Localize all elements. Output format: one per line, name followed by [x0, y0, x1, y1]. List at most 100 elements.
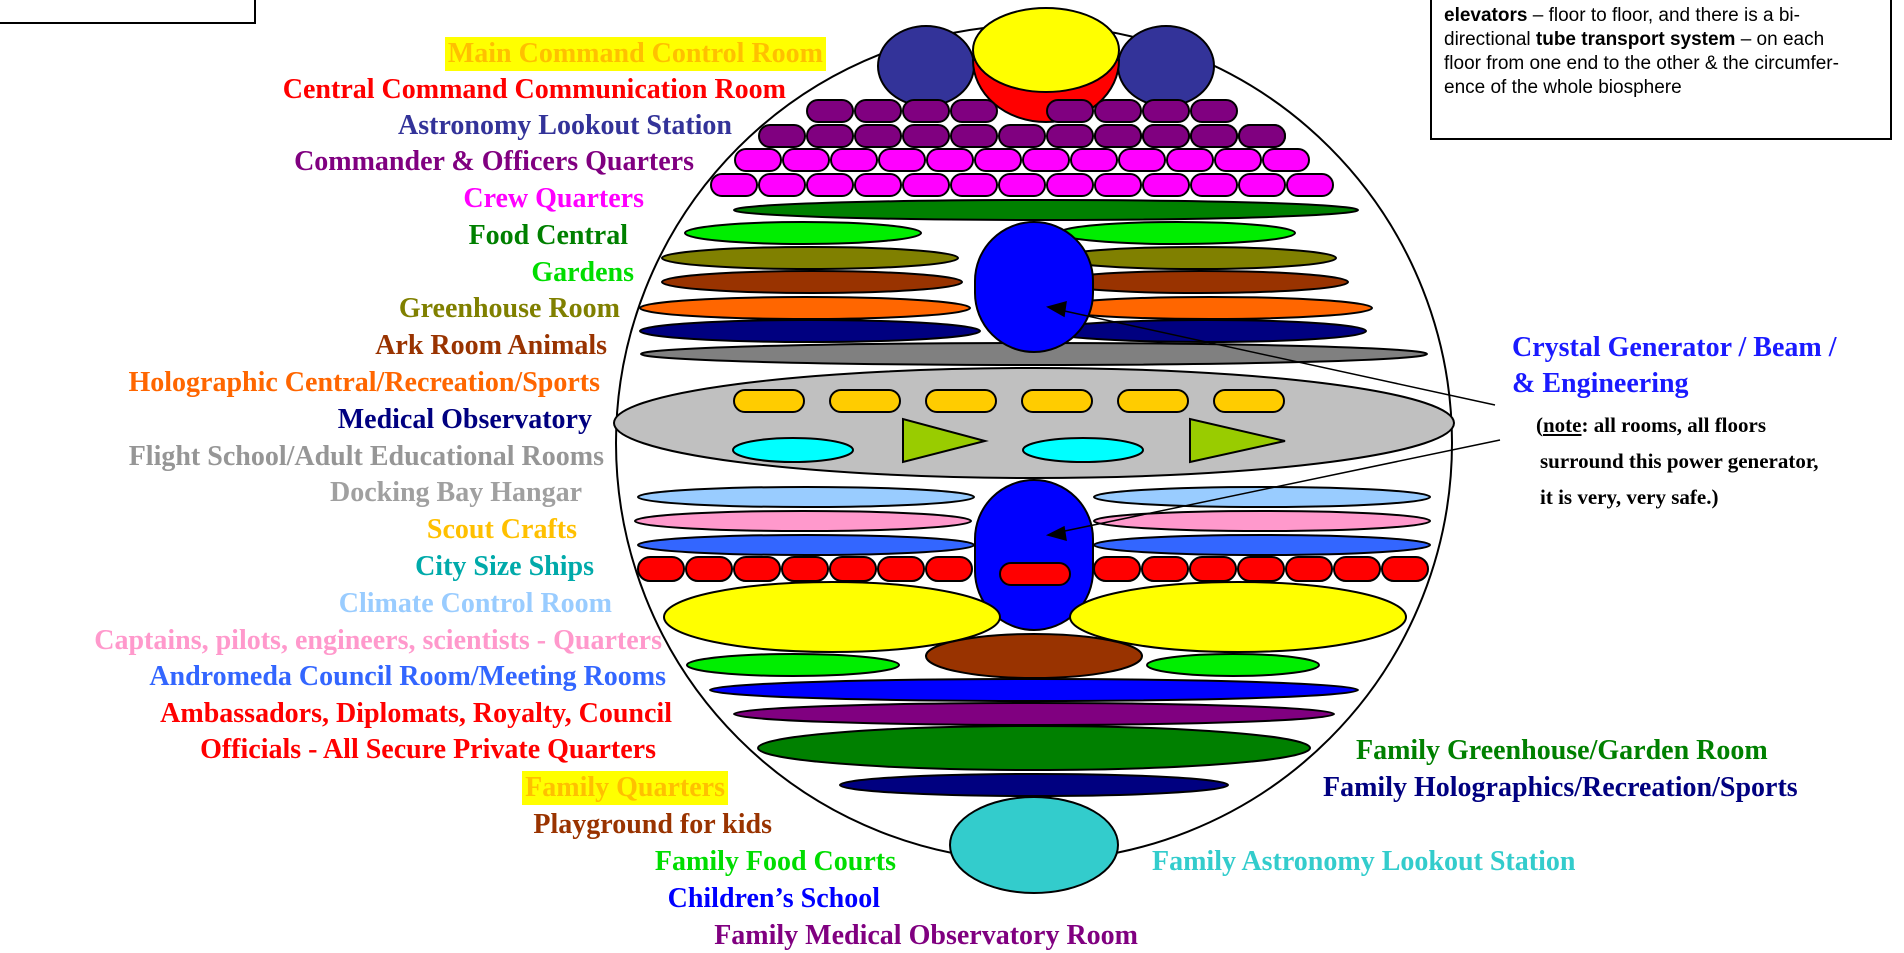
crew-quarter-pod	[1239, 174, 1285, 196]
docking-bay-hangar	[614, 368, 1454, 478]
generator-core-capsule	[1000, 563, 1070, 585]
family-room-label: Family Greenhouse/Garden Room	[1356, 734, 1768, 768]
crystal-note-line-1: (note: all rooms, all floors	[1536, 410, 1766, 440]
officer-quarter-pod	[951, 100, 997, 122]
crystal-note-rest: : all rooms, all floors	[1582, 413, 1767, 437]
crystal-note-paren: (	[1536, 413, 1543, 437]
crew-quarter-pod	[1215, 149, 1261, 171]
crew-quarter-pod	[1287, 174, 1333, 196]
officer-quarter-pod	[903, 125, 949, 147]
family-astronomy-dome	[950, 797, 1118, 893]
gardens-left	[685, 222, 921, 244]
city-ship-cyan-right	[1023, 438, 1143, 462]
family-room-label: Family Astronomy Lookout Station	[1152, 845, 1575, 879]
officer-quarter-pod	[807, 100, 853, 122]
secure-quarter-pod	[1142, 557, 1188, 581]
crystal-note-line-2: surround this power generator,	[1540, 446, 1818, 476]
captains-left	[635, 511, 971, 531]
crew-quarter-pod	[1119, 149, 1165, 171]
astronomy-dome-left	[878, 26, 974, 106]
family-food-left	[687, 654, 899, 676]
room-label: Central Command Communication Room	[283, 73, 786, 107]
officer-quarter-pod	[1191, 100, 1237, 122]
greenhouse-right	[1056, 247, 1336, 269]
scout-craft	[1214, 390, 1284, 412]
officer-quarter-pod	[999, 125, 1045, 147]
room-label: Children’s School	[668, 882, 880, 916]
secure-quarter-pod	[878, 557, 924, 581]
room-label: Scout Crafts	[427, 513, 577, 547]
crew-quarter-pod	[1263, 149, 1309, 171]
family-quarters-right	[1070, 582, 1406, 652]
secure-quarter-pod	[1190, 557, 1236, 581]
officer-quarter-pod	[855, 125, 901, 147]
crew-quarter-pod	[951, 174, 997, 196]
secure-quarter-pod	[1334, 557, 1380, 581]
food-central-band	[734, 200, 1358, 220]
secure-quarter-pod	[1286, 557, 1332, 581]
secure-quarter-pod	[686, 557, 732, 581]
gardens-right	[1059, 222, 1295, 244]
room-label: Family Food Courts	[655, 845, 896, 879]
officer-quarter-pod	[903, 100, 949, 122]
room-label: Playground for kids	[533, 808, 772, 842]
officer-quarter-pod	[951, 125, 997, 147]
playground-for-kids	[926, 634, 1142, 678]
officer-quarter-pod	[1239, 125, 1285, 147]
room-label: Docking Bay Hangar	[330, 476, 582, 510]
room-label: Officials - All Secure Private Quarters	[200, 733, 656, 767]
crew-quarter-pod	[999, 174, 1045, 196]
secure-quarter-pod	[1238, 557, 1284, 581]
officer-quarter-pod	[807, 125, 853, 147]
crew-quarter-pod	[879, 149, 925, 171]
room-label: Family Medical Observatory Room	[714, 919, 1138, 953]
scout-craft	[1022, 390, 1092, 412]
officer-quarter-pod	[1095, 125, 1141, 147]
room-label: Captains, pilots, engineers, scientists …	[94, 624, 662, 658]
crew-quarter-pod	[855, 174, 901, 196]
ark-room-right	[1052, 271, 1348, 293]
crew-quarter-pod	[759, 174, 805, 196]
crystal-generator-upper	[975, 222, 1093, 352]
command-control-dome	[973, 8, 1119, 92]
crew-quarter-pod	[1023, 149, 1069, 171]
secure-quarter-pod	[830, 557, 876, 581]
crew-quarter-pod	[975, 149, 1021, 171]
room-label: Ambassadors, Diplomats, Royalty, Council	[160, 697, 672, 731]
crystal-note-underlined: note	[1543, 413, 1582, 437]
medical-right	[1046, 320, 1366, 342]
crew-quarter-pod	[903, 174, 949, 196]
room-label: Climate Control Room	[339, 587, 612, 621]
crystal-generator-title-2: & Engineering	[1512, 366, 1689, 402]
room-label: Andromeda Council Room/Meeting Rooms	[149, 660, 666, 694]
room-label: Medical Observatory	[338, 403, 592, 437]
secure-quarter-pod	[638, 557, 684, 581]
scout-craft	[830, 390, 900, 412]
crew-quarter-pod	[1071, 149, 1117, 171]
officer-quarter-pod	[1047, 125, 1093, 147]
room-label: Holographic Central/Recreation/Sports	[128, 366, 600, 400]
officer-quarter-pod	[1095, 100, 1141, 122]
scout-craft	[1118, 390, 1188, 412]
crew-quarter-pod	[735, 149, 781, 171]
city-ship-cyan-left	[733, 438, 853, 462]
crew-quarter-pod	[807, 174, 853, 196]
family-food-right	[1147, 654, 1319, 676]
scout-craft	[734, 390, 804, 412]
room-label: Family Quarters	[522, 771, 728, 805]
crew-quarter-pod	[711, 174, 757, 196]
holographic-right	[1048, 297, 1372, 319]
officer-quarter-pod	[1191, 125, 1237, 147]
crew-quarter-pod	[1191, 174, 1237, 196]
crew-quarter-pod	[1167, 149, 1213, 171]
family-room-label: Family Holographics/Recreation/Sports	[1323, 771, 1798, 805]
room-label: Astronomy Lookout Station	[398, 109, 732, 143]
astronomy-dome-right	[1118, 26, 1214, 106]
andromeda-right	[1094, 535, 1430, 555]
officer-quarter-pod	[855, 100, 901, 122]
officer-quarter-pod	[1143, 100, 1189, 122]
room-label: Gardens	[531, 256, 634, 290]
room-label: Food Central	[469, 219, 628, 253]
crew-quarter-pod	[1143, 174, 1189, 196]
